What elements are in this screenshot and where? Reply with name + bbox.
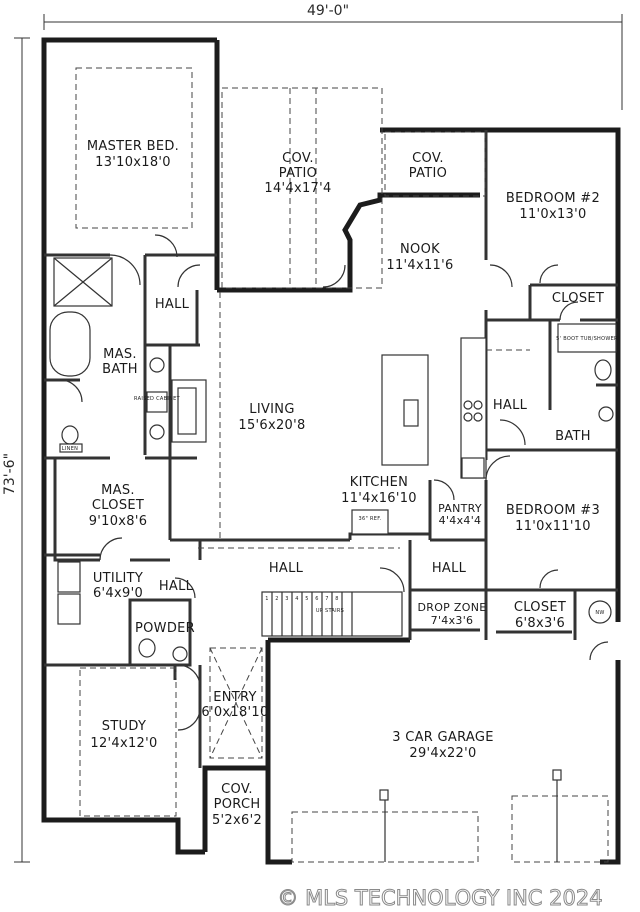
ref-note: 36" REF.: [359, 516, 382, 522]
stair-number: 8: [335, 596, 338, 602]
entry-label: ENTRY: [213, 690, 257, 705]
master-bed-label: MASTER BED.: [87, 139, 179, 154]
pantry-label: PANTRY: [438, 502, 482, 515]
tub-shower-note: 5' BOOT TUB/SHOWER: [556, 336, 618, 342]
hall-master-label: HALL: [155, 297, 190, 312]
hall-center-label: HALL: [269, 561, 304, 576]
stair-number: 6: [315, 596, 318, 602]
overall-width-dimension: 49'-0": [307, 3, 349, 19]
nook-label: NOOK: [400, 242, 440, 257]
cov-patio-small-label-2: PATIO: [409, 166, 447, 181]
study-size: 12'4x12'0: [90, 736, 157, 751]
nook-size: 11'4x11'6: [386, 258, 453, 273]
cov-patio-label: COV.: [282, 151, 314, 166]
room-labels: MASTER BED. 13'10x18'0 COV. PATIO 14'4x1…: [87, 139, 604, 828]
cov-patio-size: 14'4x17'4: [264, 181, 331, 196]
stairs-note: UP STAIRS: [316, 608, 344, 614]
fixture-notes: RAISED CABINET 36" REF. 5' BOOT TUB/SHOW…: [62, 336, 618, 616]
mas-bath-label-2: BATH: [102, 362, 138, 377]
cov-patio-label-2: PATIO: [279, 166, 317, 181]
closet-b2-label: CLOSET: [552, 291, 604, 306]
water-heater-note: NW: [595, 610, 604, 616]
watermark: © MLS TECHNOLOGY INC 2024: [277, 886, 602, 910]
utility-label: UTILITY: [93, 571, 143, 586]
fixtures: [49, 257, 617, 662]
exterior-walls: [41, 37, 621, 865]
mas-bath-label: MAS.: [103, 347, 137, 362]
bedroom3-size: 11'0x11'10: [515, 519, 591, 534]
overall-depth-dimension: 73'-6": [2, 453, 18, 495]
study-label: STUDY: [102, 719, 146, 734]
stair-number: 1: [265, 596, 268, 602]
dashed-outlines: [75, 67, 609, 863]
cov-patio-small-label: COV.: [412, 151, 444, 166]
entry-size: 6'0x18'10: [201, 705, 268, 720]
stair-number: 3: [285, 596, 288, 602]
drop-zone-size: 7'4x3'6: [431, 614, 474, 627]
stair-number: 2: [275, 596, 278, 602]
pantry-size: 4'4x4'4: [439, 514, 482, 527]
cov-porch-label: COV.: [221, 782, 253, 797]
bedroom2-label: BEDROOM #2: [506, 191, 600, 206]
living-size: 15'6x20'8: [238, 418, 305, 433]
bedroom3-label: BEDROOM #3: [506, 503, 600, 518]
kitchen-size: 11'4x16'10: [341, 491, 417, 506]
stair-number: 4: [295, 596, 298, 602]
cov-porch-size: 5'2x6'2: [212, 813, 262, 828]
master-bed-size: 13'10x18'0: [95, 155, 171, 170]
kitchen-label: KITCHEN: [350, 475, 408, 490]
powder-label: POWDER: [135, 621, 195, 636]
bedroom2-size: 11'0x13'0: [519, 207, 586, 222]
garage-label: 3 CAR GARAGE: [392, 730, 494, 745]
stair-number: 5: [305, 596, 308, 602]
hall-utility-label: HALL: [159, 579, 194, 594]
doors: [59, 234, 609, 731]
closet-b3-size: 6'8x3'6: [515, 616, 565, 631]
cov-porch-label-2: PORCH: [214, 797, 261, 812]
mas-closet-label: MAS.: [101, 483, 135, 498]
interior-walls: [44, 130, 618, 768]
mas-closet-label-2: CLOSET: [92, 498, 144, 513]
hall-bed-label: HALL: [493, 398, 528, 413]
drop-zone-label: DROP ZONE: [418, 601, 487, 614]
raised-cabinet-note: RAISED CABINET: [134, 396, 181, 402]
stair-number: 7: [325, 596, 328, 602]
bath-label: BATH: [555, 429, 591, 444]
hall-right-label: HALL: [432, 561, 467, 576]
utility-size: 6'4x9'0: [93, 586, 143, 601]
linen-note: LINEN: [62, 446, 78, 452]
closet-b3-label: CLOSET: [514, 600, 566, 615]
living-label: LIVING: [249, 402, 294, 417]
dimension-lines: [14, 14, 623, 863]
mas-closet-size: 9'10x8'6: [89, 514, 148, 529]
garage-size: 29'4x22'0: [409, 746, 476, 761]
